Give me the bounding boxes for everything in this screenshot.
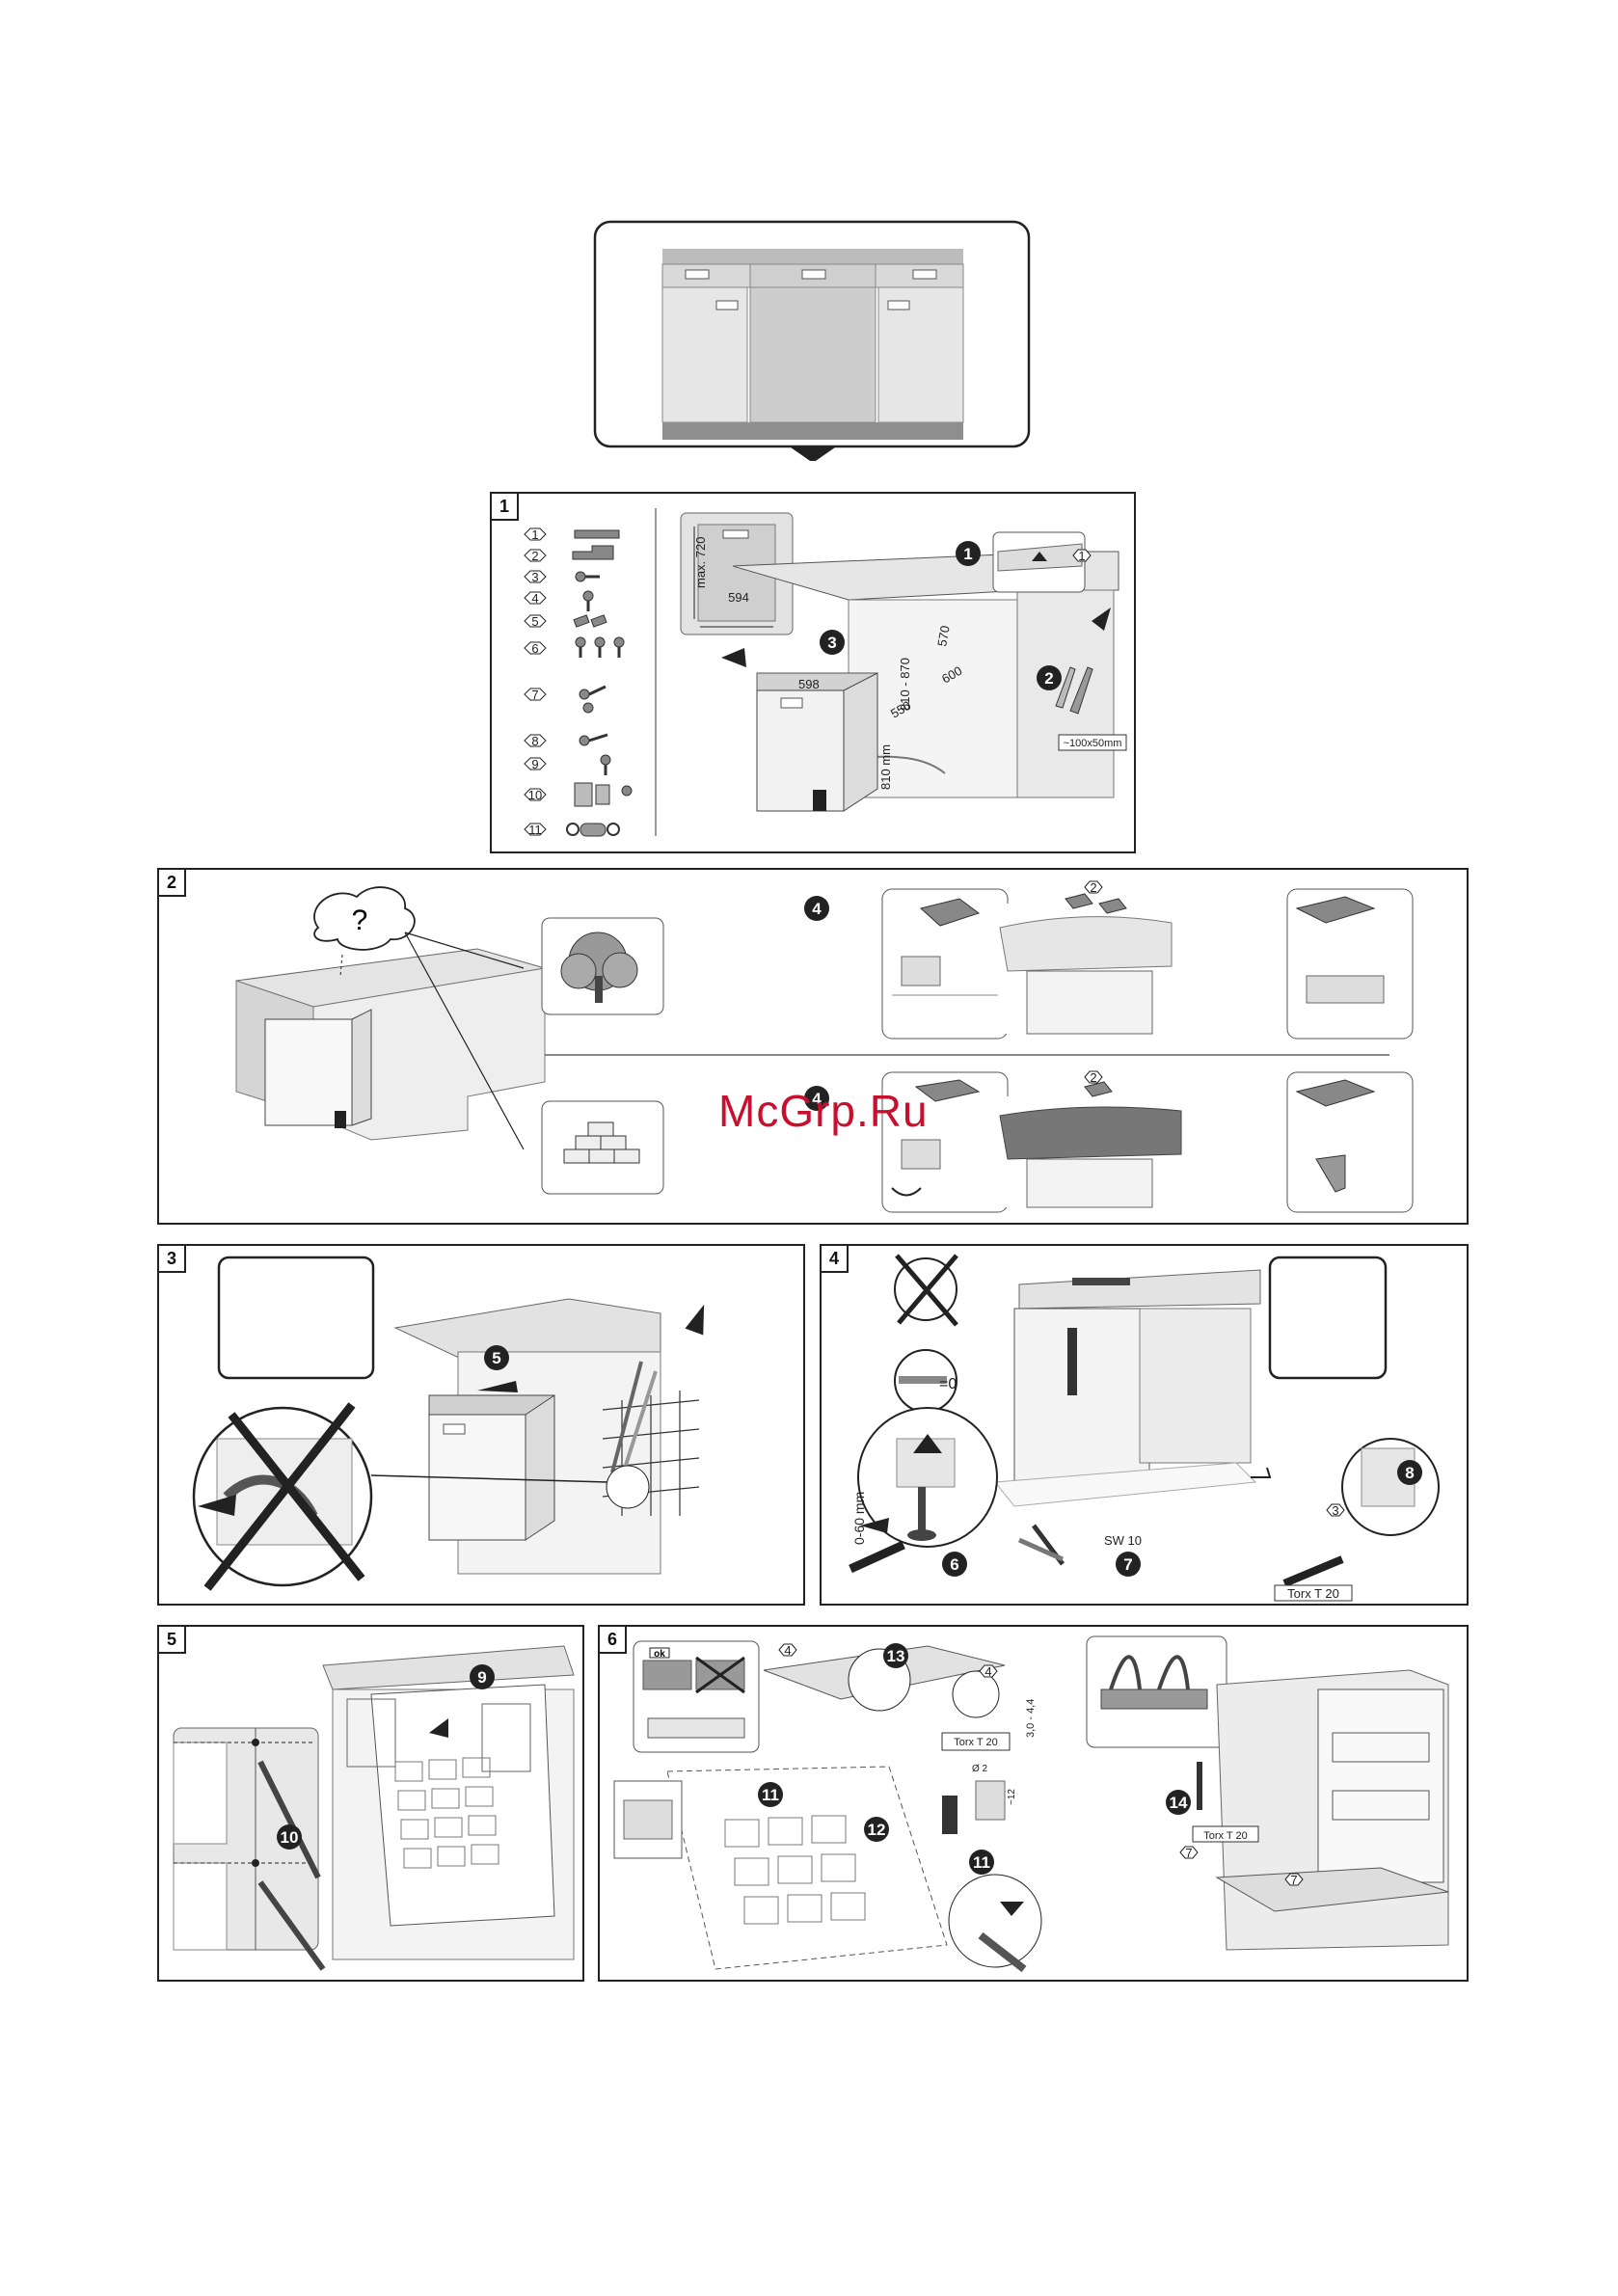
- svg-text:9: 9: [477, 1668, 486, 1687]
- svg-text:3: 3: [1332, 1503, 1338, 1518]
- svg-text:12: 12: [868, 1821, 886, 1839]
- panel-5: 5 9 10: [157, 1625, 584, 1982]
- svg-text:11: 11: [973, 1853, 990, 1872]
- template-scene: [174, 1646, 574, 1969]
- dim-0-60: 0-60 mm: [851, 1492, 867, 1545]
- svg-text:11: 11: [528, 823, 542, 837]
- svg-text:4: 4: [531, 591, 538, 606]
- part-2: 2: [525, 546, 613, 563]
- overview-illustration: [593, 220, 1032, 461]
- step-9-marker: 9: [470, 1664, 495, 1689]
- dim-hole: ~100x50mm: [1064, 738, 1122, 749]
- stone-option-icon: [542, 1101, 663, 1194]
- dim-torx-2: Torx T 20: [954, 1737, 997, 1748]
- step-2-marker: 2: [1037, 665, 1062, 690]
- callout-2a: 2: [1085, 880, 1102, 895]
- step-1-marker: 1: [956, 541, 981, 566]
- svg-text:7: 7: [1290, 1873, 1297, 1887]
- svg-text:7: 7: [1123, 1555, 1132, 1574]
- svg-text:10: 10: [281, 1828, 299, 1847]
- part-8: 8: [525, 734, 607, 748]
- svg-text:14: 14: [1170, 1794, 1188, 1812]
- step-6-marker: 6: [942, 1552, 967, 1577]
- wood-option-icon: [542, 918, 663, 1014]
- step-8-marker: 8: [1397, 1460, 1422, 1485]
- door-panel-scene: ok Torx T 20 3,0 - 4,4 Ø 2: [614, 1636, 1448, 1969]
- panel-6: 6 ok Torx T 20 3,0 - 4,4: [598, 1625, 1469, 1982]
- panel-3: 3 5: [157, 1244, 805, 1606]
- step-3-marker: 3: [820, 630, 845, 655]
- step-4-marker-a: 4: [804, 896, 829, 921]
- part-9: 9: [525, 755, 610, 775]
- svg-text:7: 7: [531, 688, 538, 702]
- svg-text:6: 6: [531, 641, 538, 656]
- svg-text:4: 4: [784, 1643, 791, 1658]
- svg-text:2: 2: [1044, 669, 1053, 688]
- svg-text:7: 7: [1185, 1846, 1192, 1860]
- dim-torx-1: Torx T 20: [1287, 1586, 1339, 1601]
- svg-text:10: 10: [528, 788, 542, 802]
- part-7: 7: [525, 687, 606, 713]
- svg-text:2: 2: [1090, 880, 1096, 895]
- svg-text:1: 1: [531, 527, 538, 542]
- step-7-marker: 7: [1116, 1552, 1141, 1577]
- svg-text:6: 6: [950, 1555, 958, 1574]
- question-mark: ?: [352, 905, 368, 936]
- svg-text:1: 1: [963, 545, 972, 563]
- panel-4: 4 =0 0-60 mm SW 10: [820, 1244, 1469, 1606]
- installation-drawing: 598 550 810 mm 810 - 870 570 600 ~100x50…: [721, 532, 1126, 811]
- dim-598: 598: [798, 677, 820, 691]
- callout-4a: 4: [779, 1643, 796, 1658]
- part-3: 3: [525, 570, 600, 584]
- note-box: [219, 1257, 373, 1378]
- svg-text:11: 11: [762, 1786, 779, 1804]
- step-10-marker: 10: [277, 1824, 302, 1850]
- dim-12: ~12: [1007, 1789, 1017, 1805]
- ok-label: ok: [654, 1649, 665, 1660]
- dim-max-720: max. 720: [693, 537, 708, 588]
- dim-594: 594: [728, 590, 749, 605]
- svg-text:2: 2: [1090, 1070, 1096, 1085]
- step-12-marker: 12: [864, 1817, 889, 1842]
- dim-810-870: 810 - 870: [898, 658, 912, 711]
- svg-text:3: 3: [827, 634, 836, 652]
- part-4: 4: [525, 591, 593, 611]
- part-10: 10: [525, 783, 632, 806]
- part-5: 5: [525, 614, 607, 629]
- svg-text:8: 8: [531, 734, 538, 748]
- svg-text:4: 4: [812, 900, 822, 918]
- part-6: 6: [525, 637, 624, 658]
- step-14-marker: 14: [1166, 1790, 1191, 1815]
- svg-text:3: 3: [531, 570, 538, 584]
- svg-text:2: 2: [531, 549, 538, 563]
- svg-text:1: 1: [1078, 549, 1085, 563]
- note-box: [1270, 1257, 1386, 1378]
- dim-d2: Ø 2: [972, 1764, 988, 1774]
- stone-row-details: [882, 1072, 1413, 1212]
- watermark: McGrp.Ru: [718, 1085, 929, 1137]
- dim-torx-3: Torx T 20: [1203, 1830, 1247, 1842]
- svg-text:13: 13: [887, 1647, 905, 1665]
- step-5-marker: 5: [484, 1345, 509, 1370]
- dim-3-4: 3,0 - 4,4: [1025, 1699, 1037, 1738]
- callout-3: 3: [1327, 1503, 1344, 1518]
- wood-row-details: [882, 889, 1413, 1039]
- svg-text:4: 4: [984, 1664, 991, 1679]
- svg-text:9: 9: [531, 757, 538, 771]
- panel-1: 1 1 2 3 4 5 6 7 8 9 10 11 max. 720 594: [490, 492, 1136, 853]
- callout-7a: 7: [1180, 1846, 1198, 1860]
- svg-text:8: 8: [1405, 1464, 1414, 1482]
- panel-2: 2 ?: [157, 868, 1469, 1225]
- step-13-marker: 13: [883, 1643, 908, 1668]
- part-11: 11: [525, 823, 619, 837]
- parts-list: 1 2 3 4 5 6 7 8 9 10 11: [525, 508, 656, 837]
- step-11-marker-b: 11: [969, 1850, 994, 1875]
- dim-zero: =0: [939, 1376, 957, 1392]
- svg-text:5: 5: [531, 614, 538, 629]
- step-11-marker-a: 11: [758, 1782, 783, 1807]
- svg-text:5: 5: [492, 1349, 500, 1367]
- dim-810mm: 810 mm: [878, 744, 893, 790]
- part-1: 1: [525, 527, 619, 542]
- dim-sw10: SW 10: [1104, 1533, 1142, 1548]
